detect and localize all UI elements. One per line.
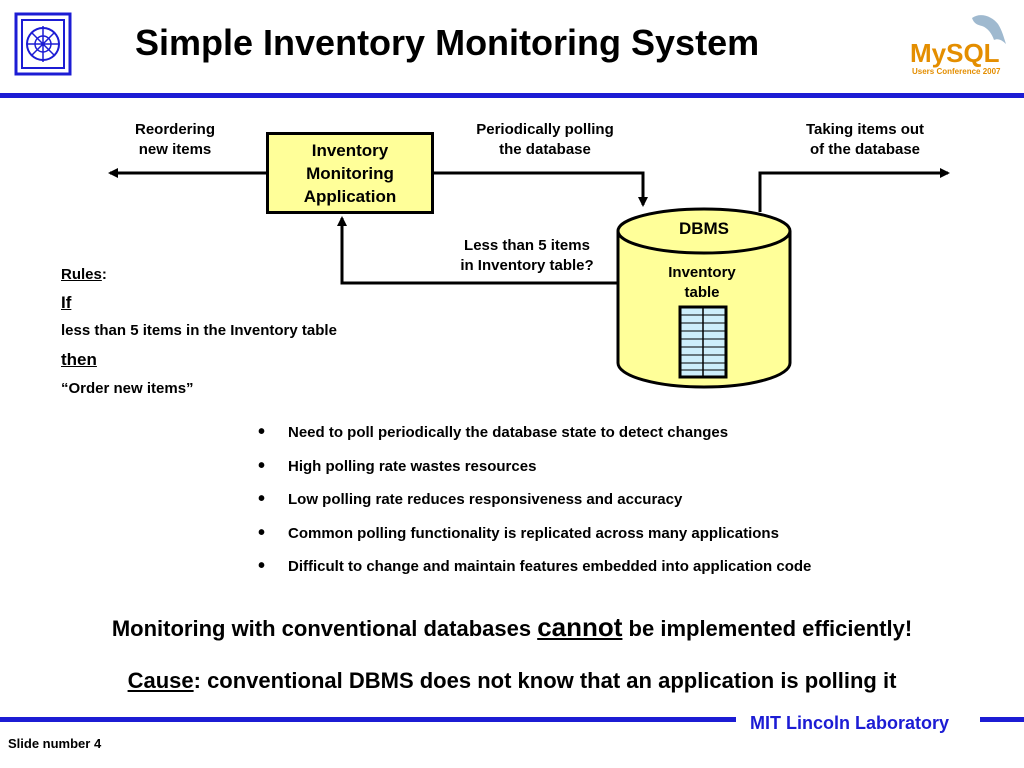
poll-arrow: [434, 171, 648, 207]
rules-if: If: [61, 293, 72, 312]
conclusion-line-2: Cause: conventional DBMS does not know t…: [127, 668, 897, 693]
take-arrow: [758, 168, 950, 212]
page-title: Simple Inventory Monitoring System: [135, 22, 760, 63]
conclusion-line-1: Monitoring with conventional databases c…: [111, 612, 913, 642]
dbms-cylinder: [616, 207, 792, 389]
polling-issues-list: •Need to poll periodically the database …: [258, 421, 812, 591]
inventory-table-icon: [678, 305, 728, 379]
list-item: •Difficult to change and maintain featur…: [258, 555, 812, 578]
list-item: •Low polling rate reduces responsiveness…: [258, 488, 683, 511]
footer-divider-left: [0, 717, 736, 722]
rules-then: then: [61, 350, 97, 369]
dolphin-icon: [972, 15, 1006, 44]
footer-divider-right: [980, 717, 1024, 722]
list-item: •High polling rate wastes resources: [258, 454, 537, 477]
rules-condition: less than 5 items in the Inventory table: [61, 322, 337, 339]
dbms-label: DBMS: [678, 219, 730, 238]
header-divider: [0, 93, 1024, 98]
inventory-monitoring-app-box: Inventory Monitoring Application: [266, 132, 434, 214]
mysql-logo: MySQL Users Conference 2007: [906, 10, 1012, 82]
mit-ll-logo: [14, 12, 72, 76]
rules-heading: Rules:: [61, 266, 107, 283]
list-item: •Need to poll periodically the database …: [258, 421, 729, 443]
mysql-logo-subtitle: Users Conference 2007: [912, 67, 1001, 76]
slide-number: Slide number 4: [8, 736, 102, 751]
return-arrow: [337, 216, 617, 285]
mysql-logo-text: MySQL: [910, 38, 1000, 68]
list-item: •Common polling functionality is replica…: [258, 521, 779, 544]
rules-action: “Order new items”: [61, 380, 194, 397]
lab-name: MIT Lincoln Laboratory: [750, 713, 950, 733]
